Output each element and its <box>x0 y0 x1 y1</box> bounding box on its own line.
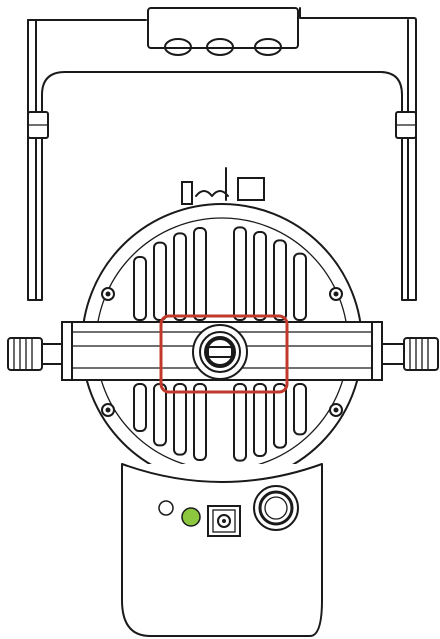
fin <box>273 239 287 321</box>
oval-hole-icon <box>206 38 234 56</box>
status-led-on <box>181 507 201 527</box>
cooling-fins <box>133 226 307 462</box>
oval-hole-icon <box>164 38 192 56</box>
fin <box>253 230 267 321</box>
screw-icon <box>329 287 343 301</box>
knob-icon[interactable] <box>381 337 439 371</box>
fin <box>273 383 287 449</box>
fin <box>233 226 247 321</box>
mounting-plate <box>147 7 299 56</box>
fin <box>253 383 267 458</box>
fin <box>153 241 167 322</box>
screw-icon <box>101 403 115 417</box>
fin <box>173 383 187 456</box>
fin <box>193 226 207 322</box>
top-fittings <box>181 167 265 205</box>
fin <box>153 383 167 447</box>
housing-screws <box>101 287 343 417</box>
fin <box>293 383 307 436</box>
oval-hole-icon <box>254 38 282 56</box>
fin <box>233 383 247 462</box>
status-led-off <box>158 500 174 516</box>
knob-icon[interactable] <box>7 337 63 371</box>
screw-icon <box>101 287 115 301</box>
yoke-bracket <box>27 7 417 301</box>
fin <box>133 383 147 433</box>
dc-port-icon[interactable] <box>207 505 241 537</box>
electronics-box <box>121 463 323 637</box>
mount-socket-icon[interactable] <box>192 324 248 380</box>
fin <box>133 255 147 322</box>
fin <box>173 232 187 322</box>
power-connector-icon[interactable] <box>253 485 299 531</box>
screw-icon <box>329 403 343 417</box>
highlight-box <box>159 314 289 394</box>
fin <box>193 383 207 462</box>
fin <box>293 252 307 321</box>
